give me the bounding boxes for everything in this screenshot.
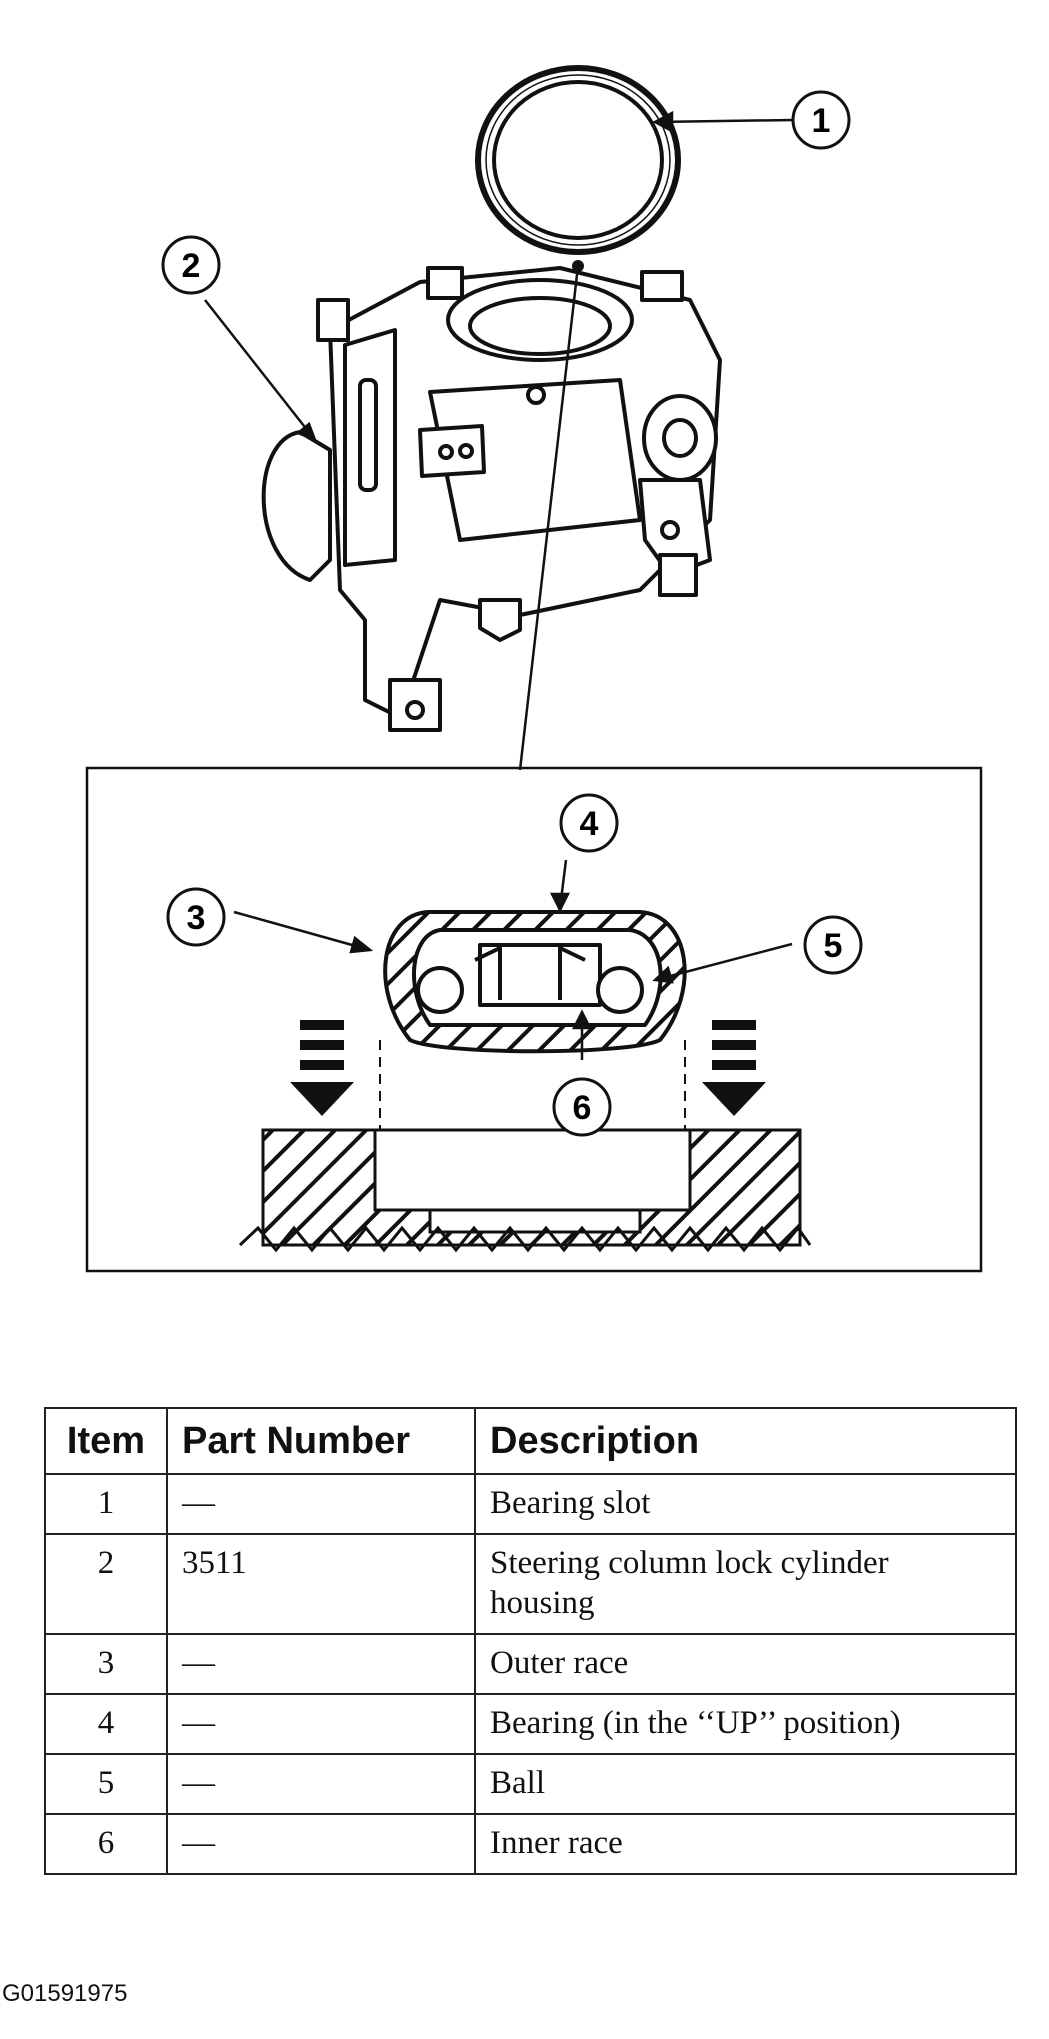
figure-code: G01591975 xyxy=(2,1980,128,2007)
cell-description: Bearing slot xyxy=(474,1473,1017,1535)
callout-6: 6 xyxy=(552,1077,612,1137)
cell-part-number: — xyxy=(166,1473,476,1535)
callout-leaders xyxy=(204,110,794,1060)
table-row: 5 — Ball xyxy=(44,1753,1017,1815)
callout-6-label: 6 xyxy=(573,1089,592,1127)
cell-description: Outer race xyxy=(474,1633,1017,1695)
callout-1-label: 1 xyxy=(812,102,831,140)
cell-part-number: — xyxy=(166,1753,476,1815)
press-base xyxy=(238,1128,812,1253)
callout-2-label: 2 xyxy=(182,247,201,285)
cell-item: 6 xyxy=(44,1813,168,1875)
bearing-cross-section xyxy=(383,910,687,1054)
header-description: Description xyxy=(474,1407,1017,1475)
detail-box xyxy=(85,766,983,1273)
table-row: 4 — Bearing (in the ‘‘UP’’ position) xyxy=(44,1693,1017,1755)
table-row: 1 — Bearing slot xyxy=(44,1473,1017,1535)
table-header-row: Item Part Number Description xyxy=(44,1407,1017,1475)
callout-3: 3 xyxy=(166,887,226,947)
callout-3-label: 3 xyxy=(187,899,206,937)
table-row: 3 — Outer race xyxy=(44,1633,1017,1695)
cell-description: Inner race xyxy=(474,1813,1017,1875)
cell-item: 2 xyxy=(44,1533,168,1635)
detail-leader xyxy=(518,260,584,771)
bearing-ring xyxy=(475,65,681,255)
alignment-guides xyxy=(379,1040,686,1130)
cell-item: 4 xyxy=(44,1693,168,1755)
cell-part-number: — xyxy=(166,1693,476,1755)
cell-item: 5 xyxy=(44,1753,168,1815)
cell-description: Bearing (in the ‘‘UP’’ position) xyxy=(474,1693,1017,1755)
push-arrow-right xyxy=(702,1020,766,1116)
callout-4-label: 4 xyxy=(580,805,599,843)
cell-item: 3 xyxy=(44,1633,168,1695)
header-item: Item xyxy=(44,1407,168,1475)
lock-cylinder-housing xyxy=(261,266,722,732)
table-row: 2 3511 Steering column lock cylinder hou… xyxy=(44,1533,1017,1635)
cell-part-number: 3511 xyxy=(166,1533,476,1635)
push-arrow-left xyxy=(290,1020,354,1116)
callout-4: 4 xyxy=(559,793,619,853)
cell-description: Ball xyxy=(474,1753,1017,1815)
cell-description: Steering column lock cylinder housing xyxy=(474,1533,1017,1635)
callout-5-label: 5 xyxy=(824,927,843,965)
exploded-view-diagram: 1 2 3 4 5 6 xyxy=(85,65,983,1273)
cell-part-number: — xyxy=(166,1813,476,1875)
cell-item: 1 xyxy=(44,1473,168,1535)
header-part-number: Part Number xyxy=(166,1407,476,1475)
callout-2: 2 xyxy=(161,235,221,295)
table-row: 6 — Inner race xyxy=(44,1813,1017,1875)
cell-part-number: — xyxy=(166,1633,476,1695)
callout-5: 5 xyxy=(803,915,863,975)
parts-table: Item Part Number Description 1 — Bearing… xyxy=(44,1407,1017,1875)
callout-1: 1 xyxy=(791,90,851,150)
